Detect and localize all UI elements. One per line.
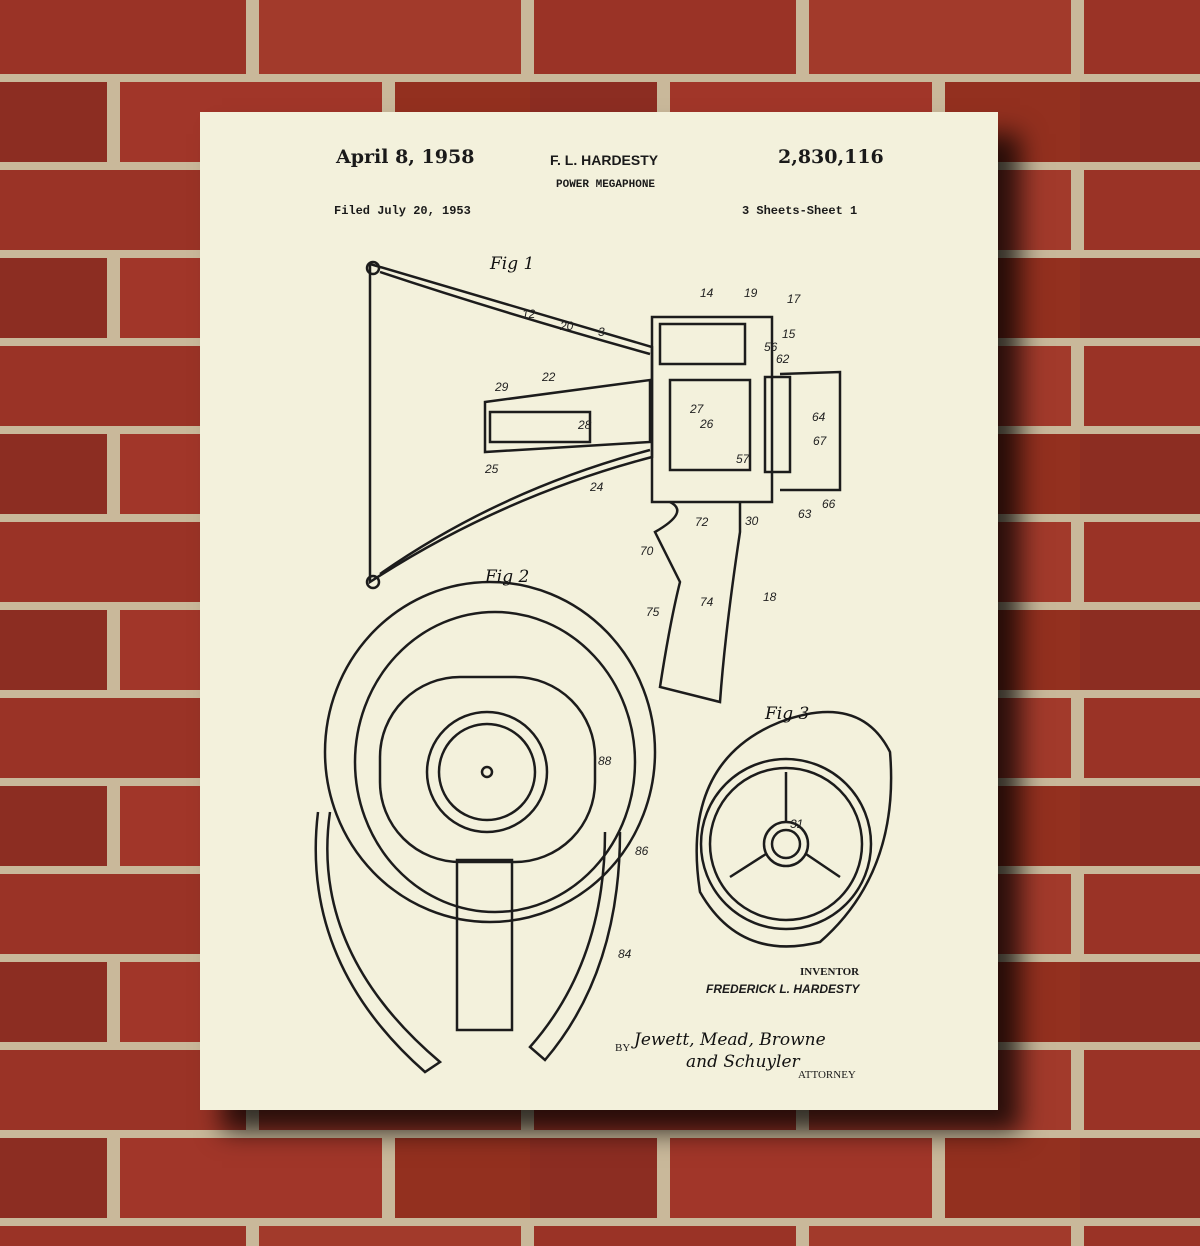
patent-number: 2,830,116 [778, 146, 884, 168]
ref-numeral: 26 [700, 417, 714, 431]
ref-numeral: 17 [787, 292, 801, 306]
inventor-header: F. L. HARDESTY [550, 152, 659, 168]
patent-date: April 8, 1958 [336, 146, 475, 168]
ref-numeral: 27 [690, 402, 704, 416]
attorney-signature-line1: Jewett, Mead, Browne [634, 1030, 826, 1050]
filed-date: Filed July 20, 1953 [334, 204, 471, 218]
ref-numeral: 20 [560, 319, 574, 333]
ref-numeral: 63 [798, 507, 812, 521]
patent-title: POWER MEGAPHONE [556, 179, 656, 191]
horn-outline [368, 262, 654, 585]
ref-numeral: 57 [736, 452, 750, 466]
ref-numeral: 15 [782, 327, 796, 341]
ref-numeral: 19 [744, 286, 758, 300]
ref-numeral: 25 [485, 462, 499, 476]
ref-numeral: 84 [618, 947, 632, 961]
ref-numeral: 67 [813, 434, 827, 448]
sheet-count: 3 Sheets-Sheet 1 [742, 204, 858, 218]
ref-numeral: 30 [745, 514, 759, 528]
ref-numeral: 64 [812, 410, 826, 424]
ref-numeral: 70 [640, 544, 654, 558]
patent-poster: April 8, 1958 F. L. HARDESTY 2,830,116 P… [200, 112, 998, 1110]
fig3-label: Fig 3 [765, 704, 810, 724]
megaphone-drawing [314, 260, 893, 1074]
attorney-signature-line2: and Schuyler [686, 1052, 800, 1072]
fig2-label: Fig 2 [485, 567, 530, 587]
by-label: BY [615, 1042, 631, 1054]
ref-numeral: 75 [646, 605, 660, 619]
ref-numeral: 74 [700, 595, 714, 609]
ref-numeral: 29 [495, 380, 509, 394]
ref-numeral: 86 [635, 844, 649, 858]
ref-numeral: 62 [776, 352, 790, 366]
attorney-label: ATTORNEY [798, 1069, 856, 1081]
fig2-outer-ring [323, 580, 657, 924]
ref-numeral: 3 [598, 325, 605, 339]
inventor-label: INVENTOR [800, 966, 860, 978]
fig1-label: Fig 1 [490, 254, 535, 274]
ref-numeral: 88 [598, 754, 612, 768]
ref-numeral: 22 [542, 370, 556, 384]
ref-numeral: 31 [790, 817, 804, 831]
ref-numeral: 24 [590, 480, 604, 494]
ref-numeral: 18 [763, 590, 777, 604]
ref-numeral: 12 [522, 307, 536, 321]
ref-numeral: 14 [700, 286, 714, 300]
ref-numeral: 72 [695, 515, 709, 529]
fig3-outline [695, 710, 893, 948]
inventor-name: FREDERICK L. HARDESTY [706, 982, 860, 996]
ref-numeral: 66 [822, 497, 836, 511]
ref-numeral: 56 [764, 340, 778, 354]
ref-numeral: 28 [578, 418, 592, 432]
